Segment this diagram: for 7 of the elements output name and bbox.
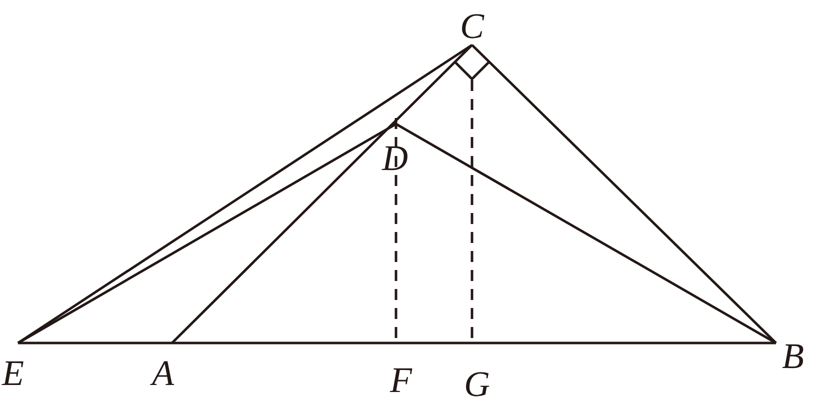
point-label: F [390,362,412,398]
point-label: G [464,366,490,402]
point-label: E [2,355,24,391]
point-label: A [152,355,174,391]
point-label: B [782,338,804,374]
point-label: D [382,140,408,176]
point-label: C [460,8,484,44]
